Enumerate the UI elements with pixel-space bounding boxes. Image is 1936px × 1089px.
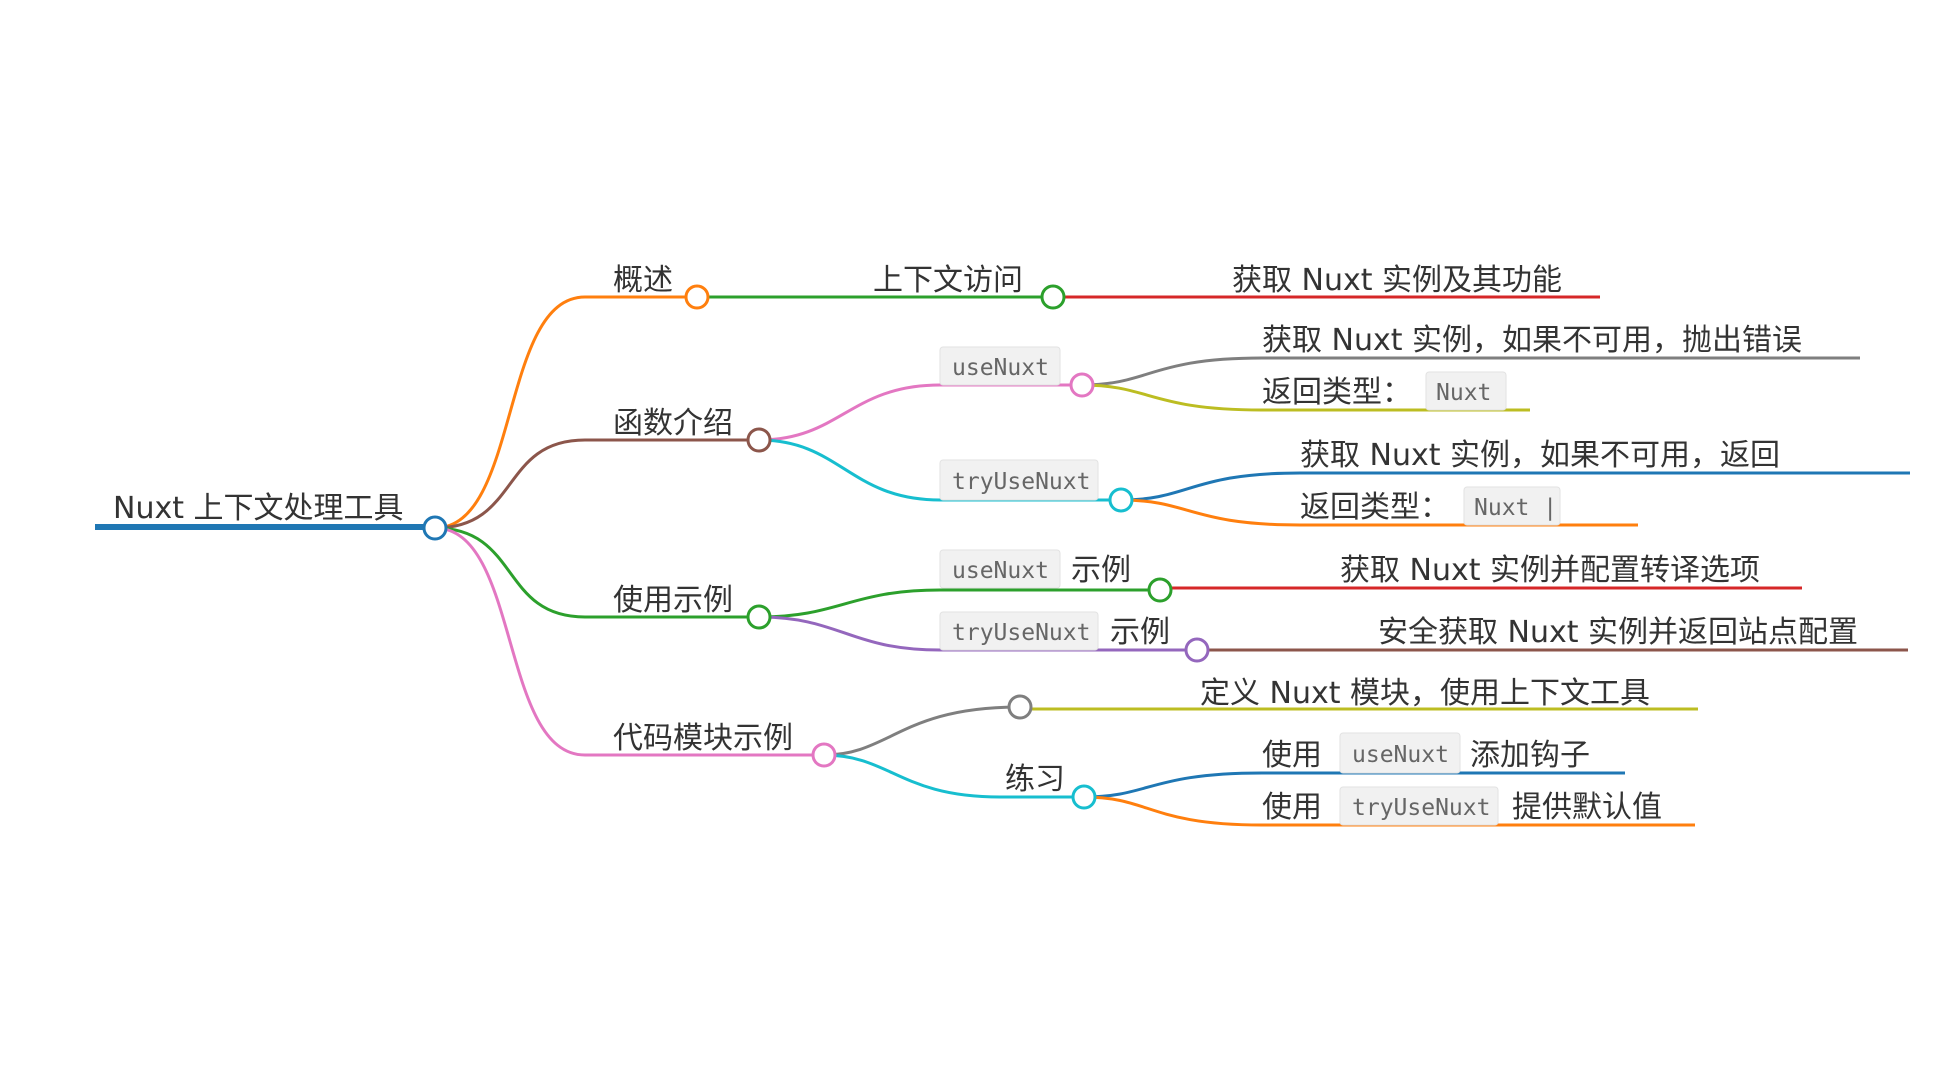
node-practice-hook-code-bg (1339, 732, 1461, 774)
node-use-nuxt-return-label: 返回类型： (1262, 375, 1412, 410)
edge-try-use-nuxt-desc (1120, 471, 1301, 502)
toggle-use-nuxt[interactable] (1069, 372, 1095, 398)
edge-use-nuxt-desc (1081, 356, 1263, 387)
node-try-use-nuxt-return-code-bg (1463, 486, 1561, 526)
mindmap-edges (434, 295, 1301, 827)
toggle-function-intro[interactable] (746, 427, 772, 453)
node-try-use-nuxt-example-label: 示例 (1110, 615, 1170, 650)
node-function-intro-label: 函数介绍 (613, 406, 733, 441)
edge-use-nuxt-return (1081, 383, 1263, 412)
node-try-use-nuxt-desc-label: 获取 Nuxt 实例，如果不可用，返回 (1300, 438, 1780, 473)
node-practice-hook-post: 添加钩子 (1470, 738, 1590, 773)
toggle-module-examples[interactable] (811, 742, 837, 768)
node-try-use-nuxt-return-code: Nuxt | (1474, 495, 1557, 521)
edge-function-intro-use-nuxt (758, 383, 941, 442)
mindmap-labels: Nuxt 上下文处理工具 概述 上下文访问 获取 Nuxt 实例及其功能 函数介… (113, 263, 1858, 826)
node-use-nuxt-example-desc-label: 获取 Nuxt 实例并配置转译选项 (1340, 553, 1760, 588)
edge-root-usage-examples (434, 526, 586, 619)
node-overview-label: 概述 (613, 263, 673, 298)
toggle-usage-examples[interactable] (746, 604, 772, 630)
node-try-use-nuxt-example-code: tryUseNuxt (952, 620, 1090, 646)
edge-usage-use-nuxt-example (758, 588, 941, 619)
toggle-practice[interactable] (1071, 784, 1097, 810)
edge-practice-default (1083, 795, 1263, 827)
toggle-try-use-nuxt-example[interactable] (1184, 637, 1210, 663)
edge-root-function-intro (434, 438, 586, 530)
node-use-nuxt-code: useNuxt (952, 355, 1049, 381)
node-use-nuxt-example-code-bg (939, 549, 1061, 589)
node-try-use-nuxt-code: tryUseNuxt (952, 469, 1090, 495)
node-try-use-nuxt-example-desc-label: 安全获取 Nuxt 实例并返回站点配置 (1378, 615, 1858, 650)
node-root-label: Nuxt 上下文处理工具 (113, 491, 404, 526)
node-practice-default-pre: 使用 (1262, 790, 1322, 825)
node-get-instance-features-label: 获取 Nuxt 实例及其功能 (1232, 263, 1562, 298)
node-try-use-nuxt-return-label: 返回类型： (1300, 490, 1450, 525)
node-module-examples-label: 代码模块示例 (613, 721, 793, 756)
node-try-use-nuxt-example-code-bg (939, 611, 1099, 651)
mindmap-toggles (422, 284, 1210, 810)
toggle-context-access[interactable] (1040, 284, 1066, 310)
node-practice-hook-pre: 使用 (1262, 738, 1322, 773)
node-use-nuxt-desc-label: 获取 Nuxt 实例，如果不可用，抛出错误 (1262, 323, 1802, 358)
edge-practice-hook (1083, 771, 1263, 799)
node-practice-default-code-bg (1339, 786, 1499, 826)
toggle-define-module[interactable] (1007, 694, 1033, 720)
edge-usage-try-use-nuxt-example (758, 615, 941, 652)
edge-module-define (823, 705, 1021, 757)
node-context-access-label: 上下文访问 (873, 263, 1023, 298)
node-use-nuxt-return-code-bg (1425, 371, 1507, 411)
node-try-use-nuxt-code-bg (939, 459, 1099, 501)
node-use-nuxt-example-label: 示例 (1071, 553, 1131, 588)
node-usage-examples-label: 使用示例 (613, 583, 733, 618)
toggle-use-nuxt-example[interactable] (1147, 577, 1173, 603)
edge-function-intro-try-use-nuxt (758, 438, 941, 502)
edge-try-use-nuxt-return (1120, 498, 1301, 527)
node-practice-hook-code: useNuxt (1352, 742, 1449, 768)
node-practice-label: 练习 (1005, 762, 1065, 797)
node-use-nuxt-example-code: useNuxt (952, 558, 1049, 584)
node-use-nuxt-return-code: Nuxt (1436, 380, 1491, 406)
edge-root-overview (434, 295, 586, 530)
toggle-root[interactable] (422, 515, 448, 541)
toggle-overview[interactable] (684, 284, 710, 310)
edge-root-module-examples (434, 526, 586, 757)
toggle-try-use-nuxt[interactable] (1108, 487, 1134, 513)
node-use-nuxt-code-bg (939, 346, 1061, 386)
edge-module-practice (823, 753, 1001, 799)
node-practice-default-code: tryUseNuxt (1352, 795, 1490, 821)
node-practice-default-post: 提供默认值 (1512, 790, 1662, 825)
node-define-module-label: 定义 Nuxt 模块，使用上下文工具 (1200, 676, 1650, 711)
